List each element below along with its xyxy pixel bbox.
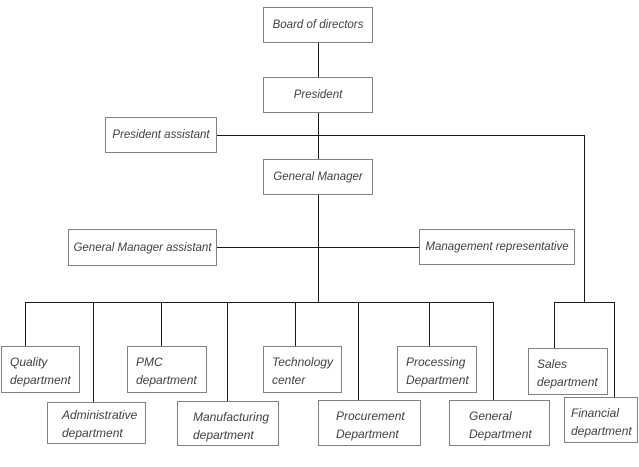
connector-drop-procurement	[358, 302, 359, 400]
node-label: Board of directors	[272, 19, 364, 31]
node-president: President	[263, 77, 373, 113]
node-label-line1: Procurement	[336, 409, 405, 423]
node-label-line1: Technology	[272, 355, 333, 369]
node-label-line1: Administrative	[62, 408, 138, 422]
node-general-department: General Department	[449, 400, 550, 446]
connector-drop-sales	[554, 302, 555, 348]
node-label-line1: PMC	[136, 355, 163, 369]
connector-drop-quality	[25, 302, 26, 347]
node-label-line2: Department	[469, 427, 532, 441]
connector-right-vertical	[584, 135, 585, 303]
node-financial-department: Financial department	[564, 397, 638, 443]
node-management-representative: Management representative	[419, 229, 575, 265]
node-label-line1: Sales	[537, 357, 568, 371]
node-label-line2: Department	[336, 427, 399, 441]
node-label: General Manager	[273, 171, 363, 183]
node-label-line1: Processing	[406, 355, 466, 369]
node-board-of-directors: Board of directors	[263, 7, 373, 43]
connector-drop-general	[493, 302, 494, 400]
node-processing-department: Processing Department	[397, 346, 477, 393]
node-quality-department: Quality department	[1, 346, 80, 393]
connector-board-to-president	[318, 43, 319, 77]
connector-drop-manufacturing	[227, 302, 228, 401]
connector-drop-administrative	[93, 302, 94, 402]
connector-right-mini-bus	[554, 302, 615, 303]
node-label: General Manager assistant	[73, 241, 212, 254]
connector-drop-pmc	[161, 302, 162, 347]
connector-drop-processing	[429, 302, 430, 347]
node-label-line2: department	[10, 373, 71, 387]
node-sales-department: Sales department	[528, 348, 608, 395]
node-label-line1: Quality	[10, 355, 48, 369]
node-manufacturing-department: Manufacturing department	[177, 401, 279, 446]
node-label-line2: department	[193, 428, 254, 442]
node-label-line2: department	[62, 426, 123, 440]
node-label-line2: department	[537, 375, 598, 389]
node-general-manager: General Manager	[263, 159, 373, 195]
node-label: Management representative	[425, 241, 569, 253]
node-pmc-department: PMC department	[127, 346, 207, 393]
connector-drop-technology	[295, 302, 296, 347]
node-label-line2: department	[136, 373, 197, 387]
node-president-assistant: President assistant	[105, 117, 217, 153]
node-label-line1: Manufacturing	[193, 410, 270, 424]
node-procurement-department: Procurement Department	[318, 400, 421, 446]
node-label-line2: center	[272, 373, 306, 387]
node-label-line1: Financial	[571, 406, 620, 420]
connector-department-bus	[25, 302, 493, 303]
node-label: President assistant	[112, 129, 210, 141]
connector-president-to-general-manager	[318, 113, 319, 159]
node-label-line1: General	[469, 409, 512, 423]
connector-president-assistant-horizontal	[217, 135, 585, 136]
node-label-line2: department	[571, 424, 632, 438]
connector-drop-financial	[614, 302, 615, 397]
node-administrative-department: Administrative department	[47, 402, 146, 444]
connector-general-manager-to-bus	[318, 195, 319, 302]
node-label: President	[293, 89, 343, 101]
node-general-manager-assistant: General Manager assistant	[68, 229, 217, 266]
connector-assistant-representative-horizontal	[217, 247, 419, 248]
node-label-line2: Department	[406, 373, 469, 387]
node-technology-center: Technology center	[263, 346, 342, 393]
